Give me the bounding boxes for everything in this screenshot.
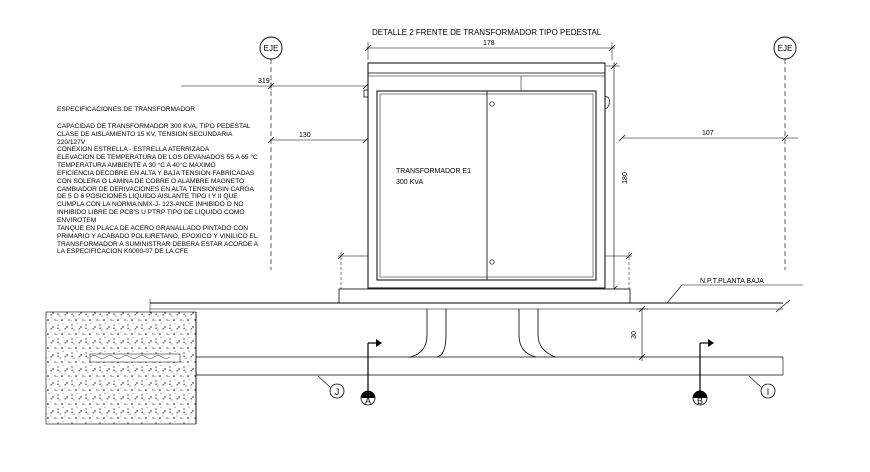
dimension-left-offset-label: 319 — [258, 78, 270, 85]
grid-marker-j-label: J — [335, 387, 340, 397]
door-handle-top-icon — [489, 101, 495, 107]
specifications-title: ESPECIFICACIONES DE TRANSFORMADOR — [57, 106, 195, 113]
grid-marker-j: J — [317, 375, 345, 399]
grid-marker-i: I — [748, 375, 776, 399]
dimension-left-inner-label: 130 — [299, 132, 311, 139]
specification-line: ENVIROTEM — [57, 216, 97, 224]
specification-line: CLASE DE AISLAMIENTO 15 KV, TENSION SECU… — [57, 130, 233, 138]
soil-section — [45, 311, 197, 425]
dimension-depth-label: 30 — [631, 331, 638, 339]
dimension-right-offset-label: 107 — [702, 130, 714, 137]
specification-line: TEMPERATURA AMBIENTE A 30 °C A 40°C MAXI… — [57, 162, 216, 170]
specification-line: DE 5 O 6 POSICIONES LIQUIDO AISLANTE TIP… — [57, 193, 238, 201]
axis-right-label: EJE — [778, 44, 793, 53]
specification-line: LA ESPECIFICACION K0000-07 DE LA CFE — [57, 248, 189, 256]
duct-trench — [196, 356, 784, 376]
dimension-top-width-label: 178 — [483, 40, 495, 47]
specification-line: TRANSFORMADOR A SUMINISTRAR DEBERA ESTAR… — [57, 240, 259, 248]
axis-left-label: EJE — [264, 44, 279, 53]
specification-line: TANQUE EN PLACA DE ACERO GRANALLADO PINT… — [57, 224, 249, 232]
level-label: N.P.T.PLANTA BAJA — [700, 278, 764, 285]
section-marker-a: A — [360, 339, 382, 406]
transformer-cabinet: TRANSFORMADOR E1 300 KVA — [363, 62, 610, 289]
dimension-depth: 30 — [631, 305, 648, 361]
concrete-pad — [338, 288, 631, 304]
grid-marker-i-label: I — [767, 387, 770, 397]
door-handle-bottom-icon — [489, 259, 495, 265]
drawing-title: DETALLE 2 FRENTE DE TRANSFORMADOR TIPO P… — [372, 28, 602, 37]
specifications-lines: CAPACIDAD DE TRANSFORMADOR 300 KVA, TIPO… — [57, 123, 279, 256]
specifications-block: ESPECIFICACIONES DE TRANSFORMADOR CAPACI… — [57, 106, 279, 256]
floor-level: N.P.T.PLANTA BAJA — [149, 278, 803, 313]
dimension-left-offset: 319 — [181, 78, 370, 90]
conduit-right — [518, 309, 556, 358]
section-marker-a-label: A — [365, 396, 371, 406]
dimension-right-offset: 107 — [618, 130, 798, 142]
axis-right-marker: EJE — [773, 36, 797, 270]
dimension-left-inner: 130 — [267, 132, 370, 144]
section-marker-b: B — [692, 339, 714, 406]
specification-line: INHIBIDO LIBRE DE PCB'S U PTRP TIPO DE L… — [57, 209, 245, 217]
conduit-left — [409, 309, 447, 358]
transformer-label-line1: TRANSFORMADOR E1 — [396, 168, 471, 175]
transformer-label-line2: 300 KVA — [396, 179, 423, 186]
dimension-height-label: 180 — [622, 172, 629, 184]
dimension-height: 180 — [606, 62, 629, 293]
specification-line: CAMBIADOR DE DERIVACIONES EN ALTA TENSIO… — [57, 185, 254, 193]
specification-line: EFICIENCIA DECOBRE EN ALTA Y BAJA TENSIO… — [57, 169, 255, 177]
axis-left-marker: EJE — [259, 36, 283, 270]
specification-line: CUMPLA CON LA NORMA NMX-J- 123-ANCE INHI… — [57, 201, 244, 209]
dimension-top-width: 178 — [364, 40, 616, 60]
specification-line: CON SOLERA O LAMINA DE COBRE O ALAMBRE M… — [57, 177, 245, 185]
section-marker-b-label: B — [697, 396, 703, 406]
specification-line: ELEVACION DE TEMPERATURA DE LOS DEVANADO… — [57, 154, 258, 162]
specification-line: 220/127V — [57, 138, 86, 146]
specification-line: CAPACIDAD DE TRANSFORMADOR 300 KVA, TIPO… — [57, 122, 251, 130]
specification-line: PRIMARIO Y ACABADO POLIURETANO, EPOXICO … — [57, 232, 258, 240]
specification-line: CONEXION ESTRELLA - ESTRELLA ATERRIZADA — [57, 146, 210, 154]
